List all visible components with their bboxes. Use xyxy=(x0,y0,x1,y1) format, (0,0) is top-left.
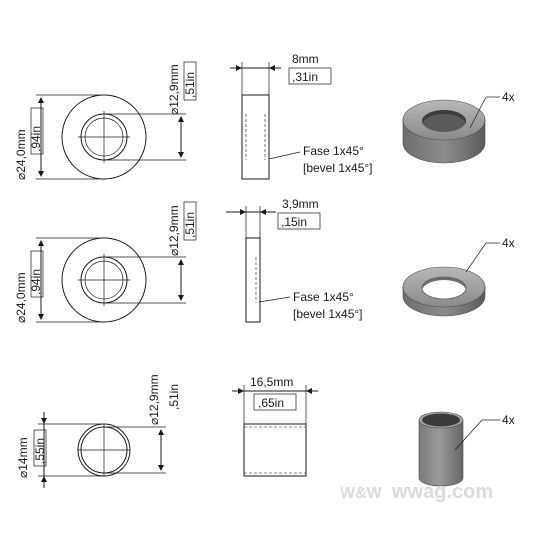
row2-outer-diameter-label: ⌀24,0mm xyxy=(14,272,28,323)
row1-inner-diameter-in-label: ,51in xyxy=(183,72,197,98)
row2-thickness-in-label: ,15in xyxy=(281,215,307,229)
row2-side-rect xyxy=(245,237,261,323)
row2-inner-diameter-in-label: ,51in xyxy=(183,212,197,238)
row1-outer-in-bracket xyxy=(30,107,44,155)
row2-outer-diameter-in-label: ,94in xyxy=(29,269,43,295)
row1-bevel-label-de: Fase 1x45° xyxy=(303,144,364,158)
watermark-logo: W&W xyxy=(340,485,383,502)
row1-3d-part: 4x xyxy=(402,90,515,164)
row2-front-view: ⌀24,0mm ,94in ⌀12,9mm ,51in xyxy=(14,201,197,323)
row1-front-view: ⌀24,0mm ,94in ⌀12,9mm ,51in xyxy=(14,61,197,180)
row1-side-rect xyxy=(241,94,270,180)
row2-inner-diameter-label: ⌀12,9mm xyxy=(167,205,181,256)
row1-bevel-leader xyxy=(268,151,301,160)
watermark: W&W wwag.com xyxy=(340,481,493,503)
row3-quantity-label: 4x xyxy=(502,413,515,427)
row2-bevel-label-de: Fase 1x45° xyxy=(293,290,354,304)
row1-outer-diameter-in-label: ,94in xyxy=(29,126,43,152)
row3-length-in-label: ,65in xyxy=(258,396,284,410)
row2-thickness-label: 3,9mm xyxy=(282,197,319,211)
row2-bevel-label-en: [bevel 1x45°] xyxy=(293,307,363,321)
row3-inner-diameter-in-label: ,51in xyxy=(167,384,181,410)
row3-outer-diameter-in-label: ,55in xyxy=(33,438,47,464)
row2-side-view: 3,9mm ,15in Fase 1x45° [bevel 1x45°] xyxy=(226,197,363,323)
row1-thickness-in-bracket xyxy=(288,67,332,85)
row3-outer-diameter-label: ⌀14mm xyxy=(16,437,30,478)
row3-side-view: 16,5mm ,65in xyxy=(232,375,318,477)
row1-outer-diameter-label: ⌀24,0mm xyxy=(14,129,28,180)
row3-3d-part: 4x xyxy=(418,411,515,487)
row1-quantity-label: 4x xyxy=(502,90,515,104)
row1-inner-diameter-label: ⌀12,9mm xyxy=(167,64,181,115)
row2-quantity-label: 4x xyxy=(502,236,515,250)
row3-length-label: 16,5mm xyxy=(250,375,293,389)
row1-thickness-in-label: ,31in xyxy=(292,70,318,84)
row1-inner-in-bracket xyxy=(183,61,197,101)
row1-thickness-label: 8mm xyxy=(292,52,319,66)
row3-front-view: ⌀14mm ,55in ⌀12,9mm ,51in xyxy=(16,374,181,488)
row2-bevel-leader xyxy=(258,296,291,303)
row3-inner-diameter-label: ⌀12,9mm xyxy=(147,374,161,425)
row1-side-view: 8mm ,31in Fase 1x45° [bevel 1x45°] xyxy=(230,52,373,180)
row1-bevel-label-en: [bevel 1x45°] xyxy=(303,161,373,175)
row3-side-rect xyxy=(243,423,307,477)
row2-3d-part: 4x xyxy=(402,236,515,317)
watermark-text: wwag.com xyxy=(391,481,493,503)
